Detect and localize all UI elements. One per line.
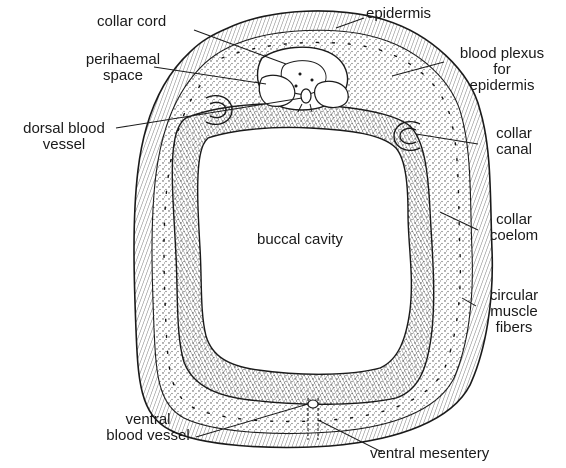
label-ventral-mesentery: ventral mesentery — [370, 446, 489, 462]
label-perihaemal-space: perihaemal space — [82, 52, 164, 84]
label-collar-cord: collar cord — [97, 14, 166, 30]
perihaemal-space-right — [315, 81, 349, 107]
collar-cord-dot — [311, 79, 314, 82]
buccal-cavity — [198, 127, 412, 374]
collar-cord-dot — [295, 85, 298, 88]
label-buccal-cavity: buccal cavity — [257, 232, 343, 248]
label-ventral-blood-vessel: ventral blood vessel — [94, 412, 202, 444]
label-collar-canal: collar canal — [478, 126, 550, 158]
label-collar-coelom: collar coelom — [478, 212, 550, 244]
label-epidermis: epidermis — [366, 6, 431, 22]
ventral-blood-vessel — [308, 400, 318, 408]
dorsal-blood-vessel — [301, 89, 311, 103]
label-dorsal-blood-vessel: dorsal blood vessel — [10, 121, 118, 153]
label-blood-plexus: blood plexus for epidermis — [446, 46, 558, 94]
collar-cord-dot — [299, 73, 302, 76]
label-circular-muscle-fibers: circular muscle fibers — [478, 288, 550, 336]
